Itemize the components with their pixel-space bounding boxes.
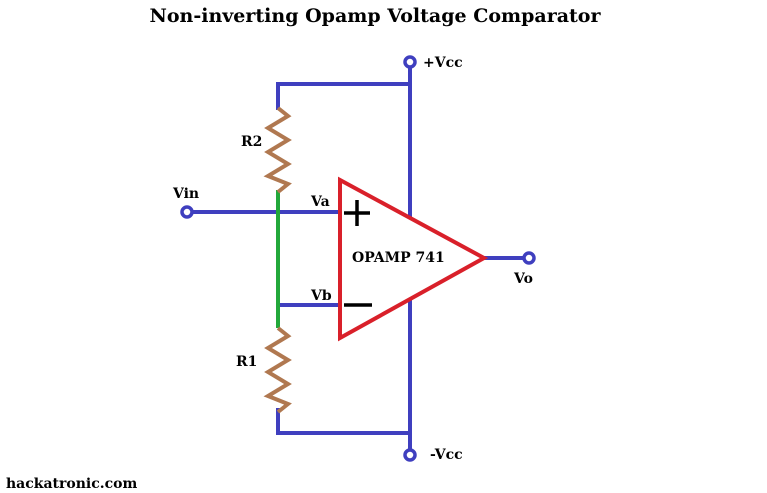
diagram-title: Non-inverting Opamp Voltage Comparator [149, 5, 601, 27]
vo-terminal [522, 251, 536, 265]
top-rail-wire [276, 82, 412, 110]
opamp-label: OPAMP 741 [352, 250, 445, 266]
vb-label: Vb [310, 288, 332, 304]
opamp-triangle [338, 176, 489, 342]
r2-label: R2 [241, 134, 262, 150]
va-label: Va [310, 194, 330, 210]
vcc-neg-terminal [403, 448, 417, 462]
vcc-pos-label: +Vcc [423, 55, 463, 71]
resistor-r2 [263, 106, 292, 194]
resistor-r1 [263, 326, 292, 414]
r1-label: R1 [236, 354, 257, 370]
vo-label: Vo [513, 271, 533, 287]
vin-label: Vin [172, 186, 199, 202]
vin-terminal [180, 205, 194, 219]
vcc-pos-terminal [403, 55, 417, 69]
vcc-neg-label: -Vcc [430, 447, 463, 463]
bottom-rail-wire [276, 408, 412, 435]
credit-text: hackatronic.com [6, 476, 137, 492]
